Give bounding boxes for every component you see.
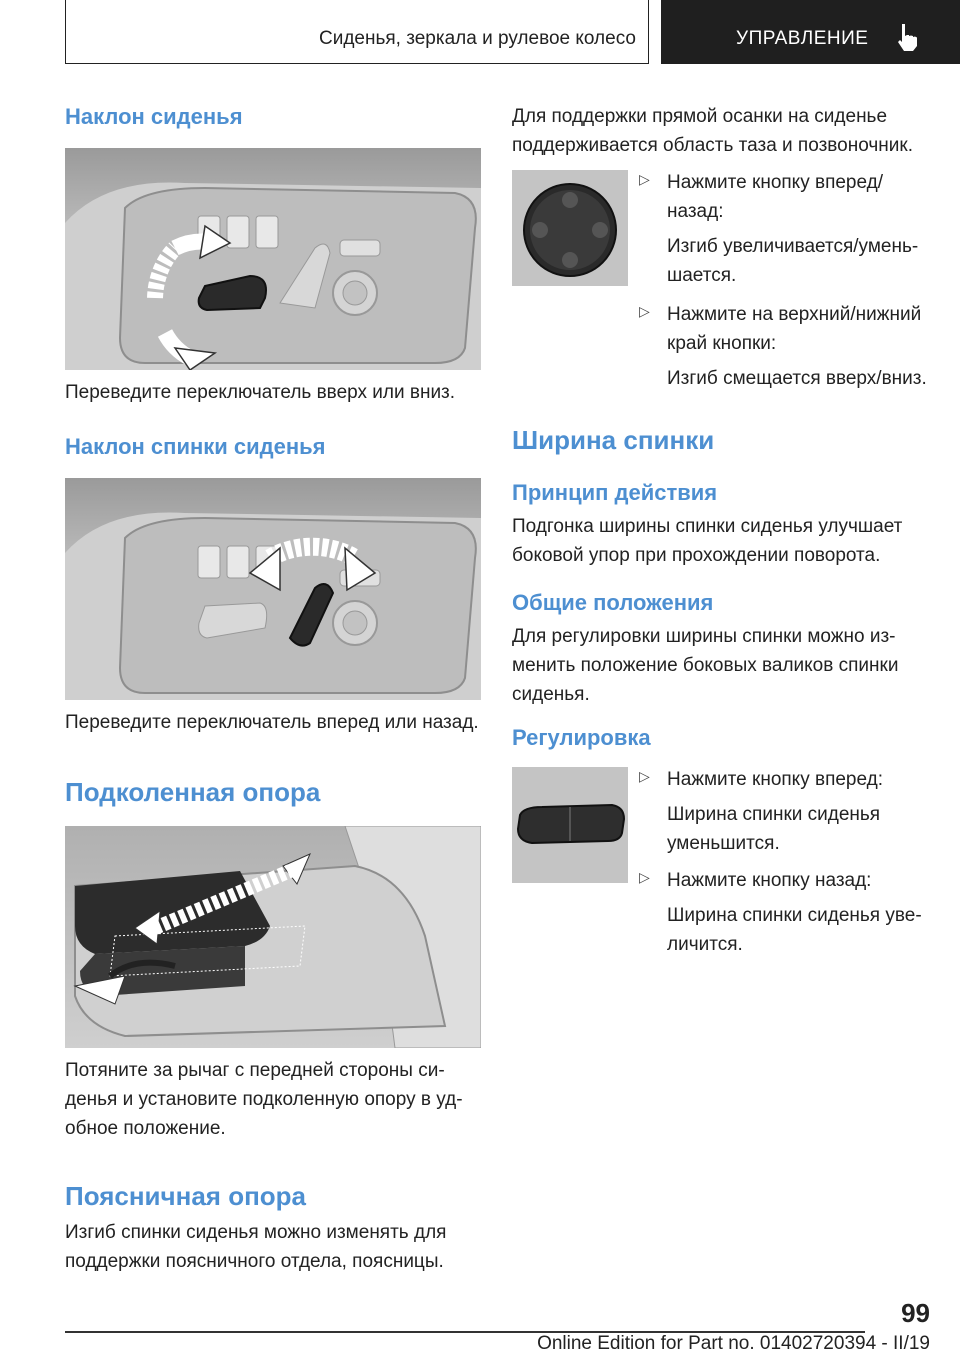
header-section-tab: УПРАВЛЕНИЕ [661, 0, 960, 64]
width-bullet-1: ▷ Нажмите кнопку вперед: Ширина спинки с… [639, 765, 937, 858]
lumbar-bullet-2-text: Нажмите на верхний/нижний край кнопки: [667, 304, 922, 354]
knee-support-figure [65, 826, 481, 1048]
width-bullets: ▷ Нажмите кнопку вперед: Ширина спинки с… [639, 765, 937, 959]
width-button-image [512, 767, 628, 883]
header-section: УПРАВЛЕНИЕ [736, 28, 869, 49]
principle-text: Подгонка ширины спинки сиденья улучшает … [512, 516, 903, 566]
seat-tilt-title: Наклон сиденья [65, 104, 243, 129]
lumbar-support-text: Изгиб спинки сиденья можно изменять для … [65, 1222, 447, 1272]
triangle-bullet-icon: ▷ [639, 869, 650, 885]
lumbar-bullets: ▷ Нажмите кнопку вперед/назад: Изгиб уве… [639, 168, 937, 393]
seat-tilt-text: Переведите переключатель вверх или вниз. [65, 382, 456, 403]
width-bullet-1-result: Ширина спинки сиденья уменьшится. [667, 804, 881, 854]
general-title: Общие положения [512, 590, 714, 615]
lumbar-bullet-1: ▷ Нажмите кнопку вперед/назад: Изгиб уве… [639, 168, 937, 290]
footer-divider [65, 1331, 865, 1333]
backrest-tilt-figure [65, 478, 481, 700]
width-bullet-2-text: Нажмите кнопку назад: [667, 870, 872, 891]
lumbar-bullet-1-text: Нажмите кнопку вперед/назад: [667, 172, 884, 222]
triangle-bullet-icon: ▷ [639, 171, 650, 187]
lumbar-bullet-1-result: Изгиб увеличивается/умень­шается. [667, 236, 919, 286]
principle-title: Принцип действия [512, 480, 718, 505]
header-chapter: Сиденья, зеркала и рулевое колесо [319, 28, 636, 49]
lumbar-support-title: Поясничная опора [65, 1181, 307, 1211]
page-number: 99 [901, 1298, 930, 1328]
width-bullet-2: ▷ Нажмите кнопку назад: Ширина спинки си… [639, 866, 937, 959]
triangle-bullet-icon: ▷ [639, 768, 650, 784]
header-chapter-box: Сиденья, зеркала и рулевое колесо [65, 0, 649, 64]
right-column: Для поддержки прямой осанки на сиденье п… [512, 100, 932, 960]
triangle-bullet-icon: ▷ [639, 303, 650, 319]
lumbar-intro-text: Для поддержки прямой осанки на сиденье п… [512, 106, 913, 156]
lumbar-bullet-2-result: Изгиб смещается вверх/вниз. [667, 368, 927, 389]
width-bullet-1-text: Нажмите кнопку вперед: [667, 769, 884, 790]
knee-support-text: Потяните за рычаг с передней стороны си­… [65, 1060, 463, 1139]
pointing-hand-icon [893, 22, 923, 57]
lumbar-bullet-2: ▷ Нажмите на верхний/нижний край кнопки:… [639, 300, 937, 393]
seat-tilt-figure [65, 148, 481, 370]
left-column: Наклон сиденья Переведите переключатель … [65, 100, 481, 1276]
general-text: Для регулировки ширины спинки можно из­м… [512, 626, 899, 705]
adjust-title: Регулировка [512, 725, 651, 750]
knee-support-title: Подколенная опора [65, 777, 321, 807]
footer-edition: Online Edition for Part no. 01402720394 … [537, 1333, 930, 1354]
backrest-tilt-title: Наклон спинки сиденья [65, 434, 326, 459]
lumbar-button-image [512, 170, 628, 286]
backrest-width-title: Ширина спинки [512, 425, 715, 455]
width-bullet-2-result: Ширина спинки сиденья уве­личится. [667, 905, 922, 955]
backrest-tilt-text: Переведите переключатель вперед или наза… [65, 712, 479, 733]
